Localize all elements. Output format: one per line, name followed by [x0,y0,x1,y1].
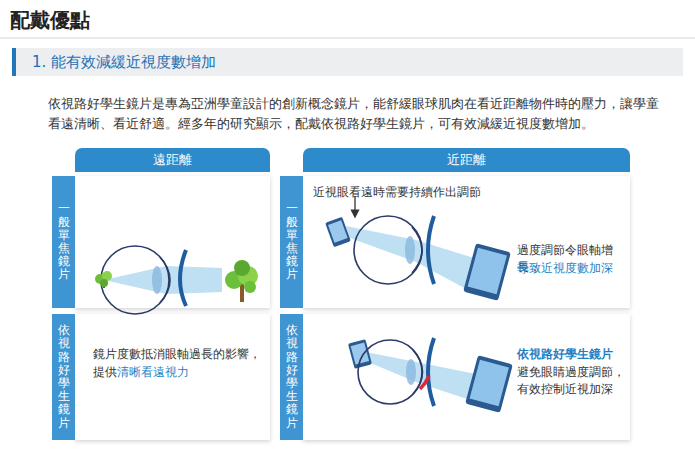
page-title: 配戴優點 [10,7,90,34]
row-tab: 一般單焦鏡片 [52,176,75,308]
row-tab: 依視路好學生鏡片 [52,314,75,440]
node-text: 近距離 [303,148,630,172]
cell-grounds [75,176,630,440]
section-band: 1. 能有效減緩近視度數增加 [12,48,683,76]
row-tab: 依視路好學生鏡片 [280,314,303,440]
node-text: 清晰看遠視力 [117,365,189,379]
retina-tree [95,271,112,288]
node-text: 依視路好學生鏡片 [58,324,70,430]
near-panel: 近距離一般單焦鏡片近視眼看遠時需要持續作出調節過度調節令眼軸增長，導致近視度數加… [280,148,630,440]
node-text: 避免眼睛過度調節，有效控制近視加深 [517,364,629,398]
title-rule [0,38,695,39]
node-text: 1. 能有效減緩近視度數增加 [32,48,683,76]
cell-text: 鏡片度數抵消眼軸過長的影響，提供清晰看遠視力 [93,345,267,381]
node-text: 依視路好學生鏡片 [286,324,298,430]
intro-paragraph: 依視路好學生鏡片是專為亞洲學童設計的創新概念鏡片，能舒緩眼球肌肉在看近距離物件時… [48,94,662,134]
node-text: 遠距離 [75,148,270,172]
far-view-eye [95,246,258,314]
row-tab: 一般單焦鏡片 [280,176,303,308]
tree [225,260,258,302]
near-view-eye [325,196,511,301]
node-text: 導致近視度數加深 [517,260,629,277]
node-text: 一般單焦鏡片 [286,202,298,281]
lens-near-view-eye [348,338,513,413]
cell-text: 近視眼看遠時需要持續作出調節過度調節令眼軸增長，導致近視度數加深 [303,176,630,308]
node-text: 依視路好學生鏡片 [517,346,629,363]
node-text: 一般單焦鏡片 [58,202,70,281]
text-wrap: 鏡片度數抵消眼軸過長的影響，提供清晰看遠視力 [93,345,267,381]
far-panel: 遠距離一般單焦鏡片依視路好學生鏡片 鏡片度數抵消眼軸過長的影響，提供清晰看遠視力 [52,148,270,440]
cell-text: 依視路好學生鏡片避免眼睛過度調節，有效控制近視加深 [303,314,630,440]
node-text: 近視眼看遠時需要持續作出調節 [313,184,481,201]
